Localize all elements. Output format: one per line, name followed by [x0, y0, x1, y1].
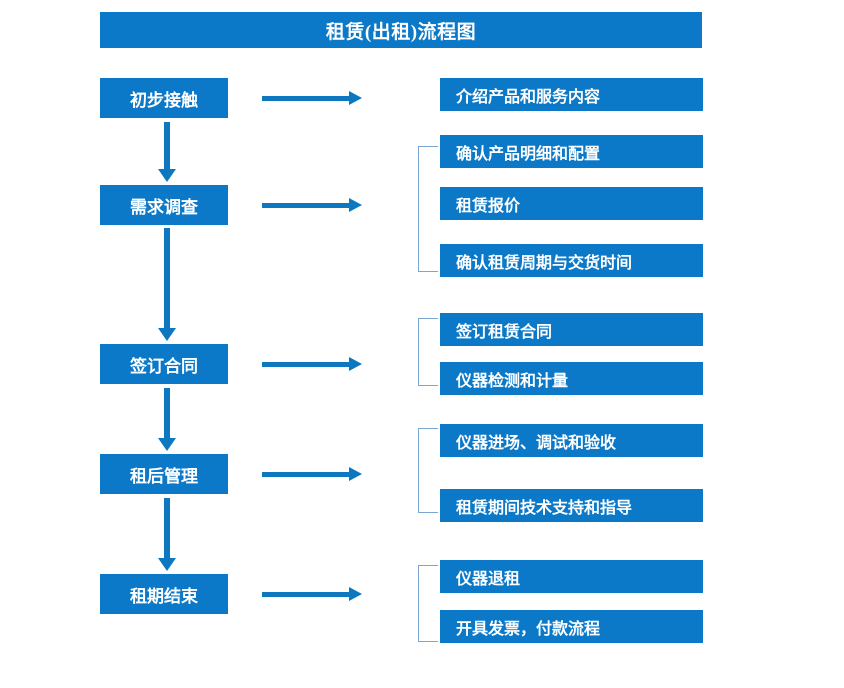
- detail-box-invoice-payment-process[interactable]: 开具发票，付款流程: [440, 610, 703, 643]
- stage-box-needs-survey[interactable]: 需求调查: [100, 185, 228, 225]
- bracket-post-rental-group: [418, 428, 438, 513]
- vertical-arrow-needs-survey-to-sign-contract: [158, 228, 176, 341]
- detail-box-instrument-entry-commissioning-acceptance[interactable]: 仪器进场、调试和验收: [440, 424, 703, 457]
- horizontal-arrow-sign-contract: [262, 357, 362, 371]
- detail-box-introduce-products-services[interactable]: 介绍产品和服务内容: [440, 78, 703, 111]
- vertical-arrow-post-rental-to-lease-end: [158, 498, 176, 571]
- horizontal-arrow-initial-contact: [262, 91, 362, 105]
- detail-box-sign-lease-contract[interactable]: 签订租赁合同: [440, 313, 703, 346]
- horizontal-arrow-lease-end: [262, 587, 362, 601]
- vertical-arrow-sign-contract-to-post-rental: [158, 388, 176, 451]
- vertical-arrow-initial-contact-to-needs-survey: [158, 122, 176, 182]
- detail-box-confirm-product-details[interactable]: 确认产品明细和配置: [440, 135, 703, 168]
- stage-box-lease-end[interactable]: 租期结束: [100, 574, 228, 614]
- detail-box-rental-quotation[interactable]: 租赁报价: [440, 187, 703, 220]
- horizontal-arrow-post-rental-management: [262, 467, 362, 481]
- horizontal-arrow-needs-survey: [262, 198, 362, 212]
- stage-box-initial-contact[interactable]: 初步接触: [100, 78, 228, 118]
- stage-box-post-rental-management[interactable]: 租后管理: [100, 454, 228, 494]
- bracket-sign-contract-group: [418, 318, 438, 386]
- page-title: 租赁(出租)流程图: [100, 12, 702, 48]
- bracket-needs-survey-group: [418, 146, 438, 272]
- detail-box-instrument-inspection-metering[interactable]: 仪器检测和计量: [440, 362, 703, 395]
- stage-box-sign-contract[interactable]: 签订合同: [100, 344, 228, 384]
- detail-box-confirm-lease-period-delivery[interactable]: 确认租赁周期与交货时间: [440, 244, 703, 277]
- detail-box-instrument-return[interactable]: 仪器退租: [440, 560, 703, 593]
- bracket-lease-end-group: [418, 565, 438, 642]
- detail-box-technical-support-during-lease[interactable]: 租赁期间技术支持和指导: [440, 489, 703, 522]
